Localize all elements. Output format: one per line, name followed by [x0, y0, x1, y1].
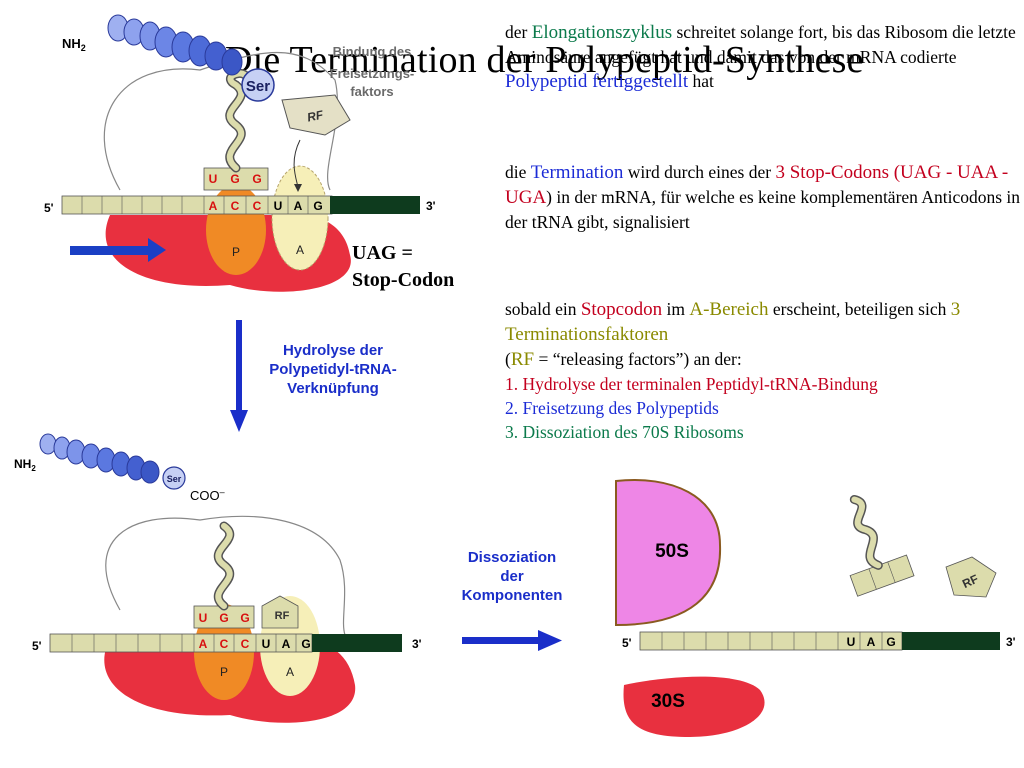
svg-text:A: A — [286, 665, 294, 679]
carboxyl-label: COO– — [190, 487, 225, 503]
polypeptide-chain — [39, 433, 160, 484]
a-site — [271, 165, 329, 271]
svg-text:G: G — [240, 611, 249, 625]
svg-text:5': 5' — [622, 636, 632, 650]
svg-text:P: P — [220, 665, 228, 679]
svg-text:50S: 50S — [655, 541, 689, 562]
svg-text:U: U — [262, 637, 271, 651]
nh2-label: NH2 — [14, 457, 36, 473]
ribosome-outline — [105, 515, 346, 636]
term-polypeptid: Polypeptid fertiggestellt — [505, 71, 689, 92]
svg-text:Ser: Ser — [167, 474, 182, 484]
mrna-strand — [639, 631, 1000, 651]
stop-codon-label: UAG = Stop-Codon — [352, 242, 455, 291]
svg-text:A: A — [199, 637, 208, 651]
serine-residue — [241, 68, 275, 102]
dissociation-arrow — [462, 630, 562, 651]
list-item-freisetzung: 2. Freisetzung des Polypeptids — [505, 398, 719, 418]
term-termination: Termination — [530, 162, 624, 183]
term-stop-codons: 3 Stop-Codons (UAG - UAA - UGA — [505, 162, 1009, 208]
codon-uag: U A G — [262, 637, 311, 651]
release-factor — [281, 94, 351, 136]
paragraph-termination: die Termination wird durch eines der 3 S… — [505, 162, 1021, 232]
list-item-hydrolyse: 1. Hydrolyse der terminalen Peptidyl-tRN… — [505, 374, 878, 394]
svg-text:A: A — [282, 637, 291, 651]
diagram-bottom-hydrolysis: Ser COO– NH2 RF U G G A C C U A G 5' 3' … — [14, 433, 422, 723]
svg-text:RF: RF — [306, 107, 325, 124]
svg-text:G: G — [230, 172, 239, 186]
rf-binding-arrow — [293, 139, 301, 188]
svg-text:C: C — [241, 637, 250, 651]
hydrolysis-label: Hydrolyse der Polypetidyl-tRNA- Verknüpf… — [269, 342, 397, 397]
codon-acc: A C C — [209, 199, 262, 213]
release-factor — [261, 595, 299, 629]
term-rf: RF — [510, 349, 535, 370]
svg-text:5': 5' — [44, 201, 54, 215]
nh2-label: NH2 — [62, 36, 86, 53]
term-stopcodon: Stopcodon — [580, 299, 663, 320]
svg-text:U: U — [847, 635, 856, 649]
svg-text:3': 3' — [412, 637, 422, 651]
svg-text:RF: RF — [275, 610, 290, 622]
page-title: Die Termination der Polypeptid-Synthese — [225, 39, 864, 81]
anticodon-ugg: U G G — [199, 611, 250, 625]
svg-text:RF: RF — [960, 572, 980, 591]
paragraph-release-factors: sobald ein Stopcodon im A-Bereich ersche… — [505, 297, 1020, 444]
svg-text:A: A — [296, 243, 304, 257]
term-a-bereich: A-Bereich — [689, 299, 769, 320]
mrna-strand — [49, 633, 402, 653]
polypeptide-chain — [107, 14, 243, 76]
svg-text:G: G — [301, 637, 310, 651]
svg-text:P: P — [232, 245, 240, 259]
mrna-strand — [61, 195, 420, 215]
svg-text:C: C — [231, 199, 240, 213]
svg-text:U: U — [209, 172, 218, 186]
svg-text:G: G — [313, 199, 322, 213]
svg-text:5': 5' — [32, 639, 42, 653]
paragraph-elongation: der Elongationszyklus schreitet solange … — [505, 22, 1016, 92]
svg-text:C: C — [253, 199, 262, 213]
serine-residue — [162, 466, 186, 490]
codon-uag: U A G — [847, 635, 896, 649]
svg-text:A: A — [867, 635, 876, 649]
diagram-dissociated-components: 50S U A G 5' 3' 30S RF — [615, 479, 1016, 737]
release-factor — [945, 556, 997, 598]
svg-text:Bindung des: Bindung des — [333, 44, 412, 59]
anticodon-ugg: U G G — [209, 172, 262, 186]
dissociation-label: Dissoziation der Komponenten — [461, 549, 563, 604]
svg-text:A: A — [294, 199, 303, 213]
svg-text:3': 3' — [1006, 635, 1016, 649]
direction-arrow — [70, 238, 166, 262]
svg-text:G: G — [219, 611, 228, 625]
term-elongationszyklus: Elongationszyklus — [531, 22, 673, 43]
diagram-top-translation: Ser NH2 RF Bindung des Freisetzungs- fak… — [44, 14, 436, 292]
subunit-30s — [623, 676, 765, 737]
svg-text:G: G — [886, 635, 895, 649]
svg-text:U: U — [199, 611, 208, 625]
codon-uag: U A G — [274, 199, 323, 213]
svg-text:U: U — [274, 199, 283, 213]
free-trna — [849, 495, 915, 597]
codon-acc: A C C — [199, 637, 250, 651]
svg-text:A: A — [209, 199, 218, 213]
svg-text:C: C — [220, 637, 229, 651]
svg-text:Ser: Ser — [246, 78, 270, 95]
hydrolysis-arrow — [230, 320, 248, 432]
term-terminationsfaktoren: 3 Terminationsfaktoren — [505, 299, 961, 345]
subunit-50s — [615, 479, 722, 627]
svg-text:Freisetzungs-: Freisetzungs- — [330, 66, 415, 81]
svg-text:30S: 30S — [651, 691, 685, 712]
svg-text:3': 3' — [426, 199, 436, 213]
list-item-dissoziation: 3. Dissoziation des 70S Ribosoms — [505, 422, 744, 442]
svg-text:G: G — [252, 172, 261, 186]
svg-text:faktors: faktors — [350, 84, 393, 99]
